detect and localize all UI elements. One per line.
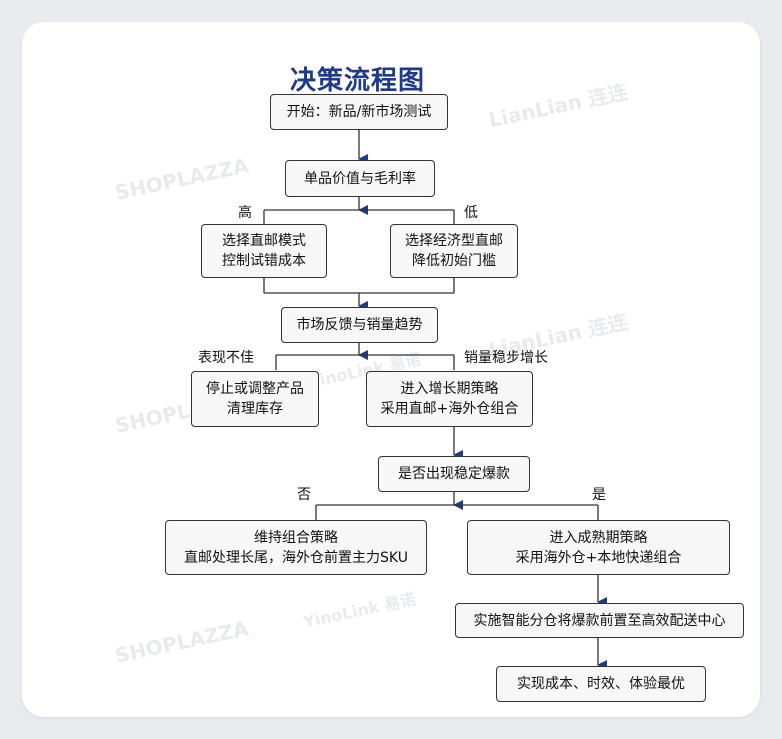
node-smart-warehouse-text: 实施智能分仓将爆款前置至高效配送中心 (473, 612, 726, 629)
edge-label-yes: 是 (592, 487, 606, 503)
node-market-feedback: 市场反馈与销量趋势 (281, 307, 438, 343)
node-growth-strategy: 进入增长期策略 采用直邮+海外仓组合 (366, 371, 533, 427)
diagram-card: LianLian 连连 SHOPLAZZA LianLian 连连 YinoLi… (22, 22, 760, 717)
node-stable-hit-text: 是否出现稳定爆款 (398, 466, 510, 482)
node-growth-strategy-line1: 进入增长期策略 (400, 381, 499, 397)
node-direct-mail: 选择直邮模式 控制试错成本 (201, 224, 327, 278)
node-economy-mail-line2: 降低初始门槛 (412, 253, 496, 269)
node-mature-strategy: 进入成熟期策略 采用海外仓+本地快递组合 (467, 520, 730, 575)
edge-label-poor: 表现不佳 (198, 350, 254, 366)
node-start-text: 开始：新品/新市场测试 (286, 104, 432, 120)
node-maintain-strategy: 维持组合策略 直邮处理长尾，海外仓前置主力SKU (165, 520, 427, 575)
node-maintain-strategy-line1: 维持组合策略 (254, 529, 338, 546)
edge-label-no: 否 (297, 487, 311, 503)
node-result: 实现成本、时效、体验最优 (496, 666, 706, 702)
page-title: 决策流程图 (290, 66, 426, 96)
node-result-text: 实现成本、时效、体验最优 (517, 676, 685, 692)
node-smart-warehouse: 实施智能分仓将爆款前置至高效配送中心 (455, 603, 744, 638)
node-product-value: 单品价值与毛利率 (285, 160, 435, 197)
node-maintain-strategy-line2: 直邮处理长尾，海外仓前置主力SKU (184, 549, 408, 566)
node-mature-strategy-line2: 采用海外仓+本地快递组合 (515, 549, 682, 566)
node-growth-strategy-line2: 采用直邮+海外仓组合 (380, 401, 519, 417)
node-market-feedback-text: 市场反馈与销量趋势 (296, 317, 423, 333)
node-economy-mail-line1: 选择经济型直邮 (405, 233, 503, 249)
edge-label-high: 高 (238, 205, 252, 221)
node-economy-mail: 选择经济型直邮 降低初始门槛 (390, 224, 518, 278)
node-product-value-text: 单品价值与毛利率 (304, 170, 416, 187)
flow-connectors (263, 130, 607, 670)
node-stop-adjust: 停止或调整产品 清理库存 (191, 371, 319, 427)
node-direct-mail-line1: 选择直邮模式 (222, 233, 306, 249)
node-stop-adjust-line1: 停止或调整产品 (206, 381, 304, 397)
node-mature-strategy-line1: 进入成熟期策略 (549, 529, 648, 546)
node-stable-hit: 是否出现稳定爆款 (378, 456, 530, 492)
node-stop-adjust-line2: 清理库存 (227, 401, 283, 417)
node-start: 开始：新品/新市场测试 (270, 94, 448, 130)
edge-label-low: 低 (464, 205, 478, 221)
edge-label-steady: 销量稳步增长 (464, 350, 548, 366)
node-direct-mail-line2: 控制试错成本 (222, 253, 306, 269)
